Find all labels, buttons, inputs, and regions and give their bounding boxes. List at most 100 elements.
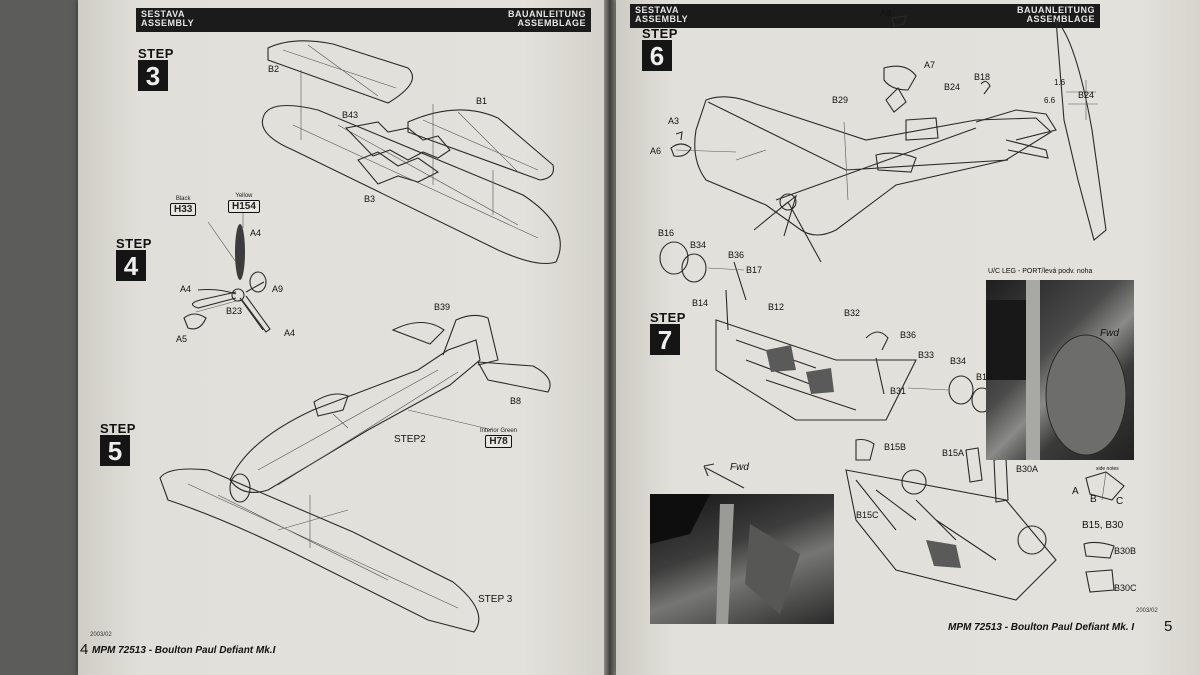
part-label-b17: B17 (746, 265, 763, 275)
part-label-b15b: B15B (884, 442, 907, 452)
part-label-b34-right: B34 (950, 356, 967, 366)
part-label-b39: B39 (434, 302, 451, 312)
step-number: 4 (116, 250, 146, 281)
part-label-b23: B23 (226, 306, 243, 316)
part-label-b31: B31 (890, 386, 907, 396)
wheel-well-photo (650, 494, 834, 624)
part-label-b16: B16 (658, 228, 675, 238)
assembly-line-art (159, 40, 561, 633)
step-number: 5 (100, 435, 130, 466)
header-en: ASSEMBLY (141, 18, 195, 28)
undercarriage-photo (986, 280, 1134, 460)
uc-leg-caption: U/C LEG - PORT/levá podv. noha (988, 268, 1093, 275)
step-4-badge: STEP 4 (116, 236, 152, 281)
paint-code: H33 (170, 203, 197, 216)
part-label-b14: B14 (692, 298, 709, 308)
paint-callout-interior-green: Interior Green H78 (480, 428, 517, 448)
part-label-b43: B43 (342, 110, 359, 120)
part-label-b2: B2 (268, 64, 280, 74)
part-label-b15a: B15A (942, 448, 965, 458)
page-footer: MPM 72513 - Boulton Paul Defiant Mk.I (92, 645, 276, 656)
header-de: BAUANLEITUNG (1017, 5, 1095, 15)
step-number: 7 (650, 324, 680, 355)
part-label-b34: B34 (690, 240, 707, 250)
paint-name: Interior Green (480, 428, 518, 434)
paint-code: H78 (485, 435, 512, 448)
part-label-b12: B12 (768, 302, 785, 312)
part-label-b29: B29 (832, 95, 849, 105)
part-label-a6: A6 (650, 146, 662, 156)
step-5-badge: STEP 5 (100, 421, 136, 466)
step-7-badge: STEP 7 (650, 310, 686, 355)
part-label-b36-right: B36 (900, 330, 917, 340)
print-date: 2003/02 (1136, 608, 1158, 614)
part-label-a5: A5 (176, 334, 188, 344)
part-label-b32: B32 (844, 308, 861, 318)
step-label: STEP (642, 26, 678, 41)
book-spine (604, 0, 616, 675)
part-label-a3: A3 (668, 116, 680, 126)
header-en: ASSEMBLY (635, 14, 689, 24)
step-label: STEP (650, 310, 686, 325)
part-label-b1: B1 (476, 96, 488, 106)
step-label: STEP (100, 421, 136, 436)
part-label-b18: B18 (974, 72, 991, 82)
part-label-a9: A9 (272, 284, 284, 294)
part-label-b33: B33 (918, 350, 935, 360)
abc-label-b: B (1090, 494, 1097, 505)
step-3-badge: STEP 3 (138, 46, 174, 91)
part-label-a7: A7 (924, 60, 936, 70)
step-number: 6 (642, 40, 672, 71)
part-label-a8: A8 (880, 8, 892, 18)
page-number: 5 (1164, 618, 1173, 635)
part-label-b3: B3 (364, 194, 376, 204)
photo-detail (650, 494, 800, 624)
step3-reference: STEP 3 (478, 594, 513, 605)
part-label-b16-right: B16 (976, 372, 993, 382)
print-date: 2003/02 (90, 632, 112, 638)
header-de: BAUANLEITUNG (508, 9, 586, 19)
part-label-a4-top: A4 (250, 228, 262, 238)
abc-parts: B15, B30 (1082, 520, 1124, 531)
page-number: 4 (80, 641, 89, 658)
paint-callout-yellow: Yellow H154 (228, 193, 260, 213)
paint-callout-black: Black H33 (170, 196, 197, 216)
step-label: STEP (138, 46, 174, 61)
header-cz: SESTAVA (635, 5, 680, 15)
abc-label-c: C (1116, 496, 1124, 507)
photo-detail (986, 280, 1127, 460)
part-label-b15c: B15C (856, 510, 879, 520)
part-label-b30b: B30B (1114, 546, 1137, 556)
part-label-b36: B36 (728, 250, 745, 260)
paint-name: Yellow (235, 193, 253, 199)
step-number: 3 (138, 60, 168, 91)
fwd-label-photo: Fwd (1100, 328, 1119, 339)
part-label-b8: B8 (510, 396, 522, 406)
abc-label-a: A (1072, 486, 1079, 497)
part-label-a4-bottom: A4 (284, 328, 296, 338)
paint-code: H154 (228, 200, 260, 213)
step-6-badge: STEP 6 (642, 26, 678, 71)
paint-name: Black (175, 196, 191, 202)
dimension-1-6: 1.6 (1054, 78, 1066, 87)
page-footer: MPM 72513 - Boulton Paul Defiant Mk. I (948, 622, 1135, 633)
part-label-b30c: B30C (1114, 583, 1137, 593)
part-label-b30a: B30A (1016, 464, 1039, 474)
step-label: STEP (116, 236, 152, 251)
part-label-a4-left: A4 (180, 284, 192, 294)
part-label-b24: B24 (944, 82, 961, 92)
assembly-line-art (659, 15, 1125, 601)
dimension-6-6: 6.6 (1044, 96, 1056, 105)
header-cz: SESTAVA (141, 9, 186, 19)
header-fr: ASSEMBLAGE (517, 18, 586, 28)
abc-note: side notes (1096, 466, 1119, 472)
fwd-label-lower: Fwd (730, 462, 749, 473)
part-label-b24-side: B24 (1078, 90, 1095, 100)
header-fr: ASSEMBLAGE (1026, 14, 1095, 24)
